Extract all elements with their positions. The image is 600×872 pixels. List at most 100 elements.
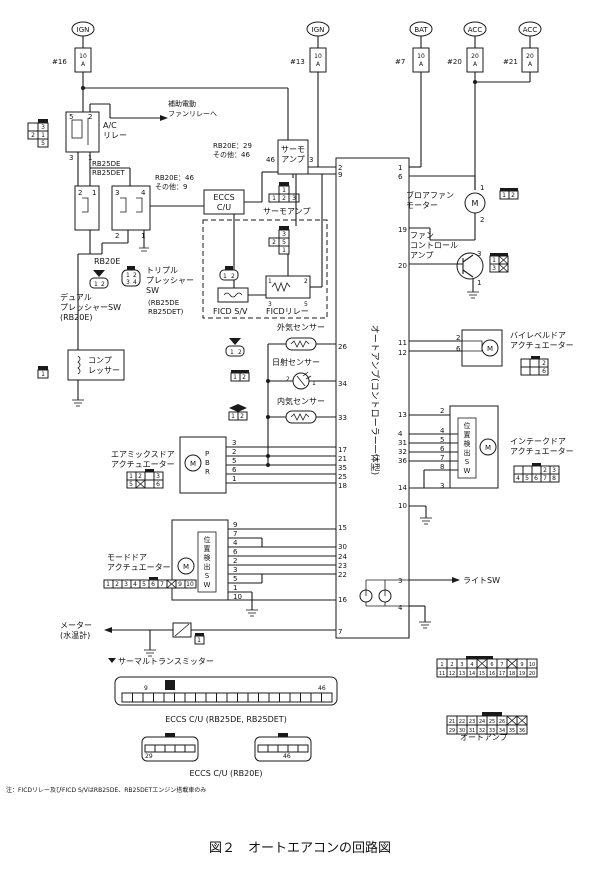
eccs-cell — [268, 692, 280, 703]
conn-pin: 25 — [489, 719, 495, 725]
eccs-cell — [184, 744, 196, 753]
bilevel-pin: 2 — [456, 334, 460, 342]
ficd-pin: 2 — [304, 278, 308, 285]
conn-pin: 2 — [240, 413, 244, 420]
thermo-amp-label: サーモアンプ — [281, 145, 305, 164]
conn-pin: 3 — [282, 231, 286, 238]
conn-pin: 17 — [499, 671, 505, 677]
conn-pin: 2 — [272, 239, 276, 246]
conn-pin: 3 — [492, 265, 496, 272]
power-ign-1-label: IGN — [77, 26, 90, 34]
eccs-cell — [121, 692, 133, 703]
fuse-id-20: #20 — [447, 58, 462, 66]
conn-cell — [526, 667, 538, 678]
sw-pin: 1 — [92, 189, 96, 197]
bilevel-motor-m: M — [487, 345, 493, 353]
conn-pin: 19 — [519, 671, 525, 677]
conn-cross — [516, 715, 528, 726]
eccs-cell — [174, 744, 186, 753]
airmix-pin: 3 — [232, 439, 236, 447]
conn-cross — [506, 715, 518, 726]
conn-pin: 16 — [489, 671, 495, 677]
eccs-cell — [300, 692, 312, 703]
mode-label: モードドアアクチュエーター — [107, 553, 171, 572]
eccs-cell — [163, 692, 175, 703]
amp-pin: 13 — [398, 411, 407, 419]
conn-pin: 29 — [145, 753, 153, 760]
pressure-switches: 2 1 3 4 2 1 — [74, 185, 204, 350]
amp-pin: 20 — [398, 262, 407, 270]
eccs-cell — [153, 692, 165, 703]
dual-pressure-sw: 1 2 デュアルプレッシャーSW(RB20E) — [60, 270, 121, 322]
conn-pin: 4 — [133, 581, 137, 588]
power-acc-1-label: ACC — [468, 26, 483, 34]
amp-pin: 7 — [338, 628, 342, 636]
conn-pin: 3 — [292, 195, 296, 202]
conn-pin: 46 — [283, 753, 291, 760]
fan-amp-pin: 1 — [477, 279, 481, 287]
fan-control-amp: ファンコントロールアンプ 3 1 1 3 — [409, 227, 509, 299]
conn-pin: 6 — [156, 481, 160, 488]
rb20e-label: RB20E — [94, 257, 120, 266]
power-bat-label: BAT — [414, 26, 428, 34]
sw-pin: 4 — [141, 189, 146, 197]
conn-pin: 5 — [41, 140, 45, 147]
mode-pin: 1 — [233, 584, 237, 592]
conn-pin: 3 — [41, 124, 45, 131]
eccs-cell — [289, 692, 301, 703]
bilevel-pin: 6 — [456, 345, 461, 353]
amp-pin: 11 — [398, 339, 407, 347]
power-ign-2-label: IGN — [312, 26, 325, 34]
conn-pin: 1 — [502, 192, 506, 199]
conn-pin: 2 — [242, 374, 246, 381]
conn-pin: 1 — [129, 473, 133, 480]
eccs-rb25-label: ECCS C/U (RB25DE, RB25DET) — [165, 715, 287, 724]
conn-pin: 21 — [449, 719, 455, 725]
amp-pin: 24 — [338, 553, 347, 561]
conn-pin: 2 — [138, 473, 142, 480]
amp-pin: 10 — [398, 502, 407, 510]
blower-motor-label: ブロアファンモーター — [406, 190, 454, 210]
mode-pin: 10 — [233, 593, 242, 601]
relay-pin-2: 2 — [88, 113, 92, 121]
thermo-amp: サーモアンプ 46 3 1 1 2 3 サーモアンプ — [263, 88, 336, 216]
conn-pin: 36 — [519, 728, 525, 734]
amp-pin: 1 — [398, 164, 402, 172]
conn-pin: 1 — [231, 413, 235, 420]
intake-pin: 3 — [440, 482, 444, 490]
light-sw-label: ライトSW — [463, 576, 500, 585]
eccs-cell — [247, 692, 259, 703]
conn-cross — [506, 658, 518, 669]
airmix-pin: 1 — [232, 475, 236, 483]
compressor: コンプレッサー 1 — [37, 349, 125, 407]
amp-pin: 15 — [338, 524, 347, 532]
conn-pin: 1 — [223, 273, 227, 280]
amp-pin: 30 — [338, 543, 347, 551]
amp-pin: 12 — [398, 349, 407, 357]
conn-pin: 6 — [542, 368, 546, 375]
inside-sensor: 内気センサー 1 2 — [228, 396, 336, 424]
thermal-transmitter-label: サーマルトランスミッター — [118, 657, 214, 666]
blower-pin: 1 — [480, 184, 484, 192]
conn-pin: 14 — [469, 671, 475, 677]
conn-pin: 1 — [41, 371, 45, 378]
conn-pin: 23 — [469, 719, 475, 725]
thermal-transmitter: メーター(水温計) 1 サーマルトランスミッター — [60, 621, 336, 666]
mode-pin: 3 — [233, 566, 237, 574]
light-sw-circuit: ライトSW — [359, 576, 500, 629]
amp-pin: 26 — [338, 343, 347, 351]
bilevel-door-actuator: M 2 6 バイレベルドアアクチュエーター 2 6 — [409, 329, 574, 376]
amp-pin: 4 — [398, 430, 403, 438]
sun-sensor-pin: 1 — [312, 380, 316, 387]
blower-motor: M 1 2 ブロアファンモーター 1 2 — [406, 175, 519, 240]
